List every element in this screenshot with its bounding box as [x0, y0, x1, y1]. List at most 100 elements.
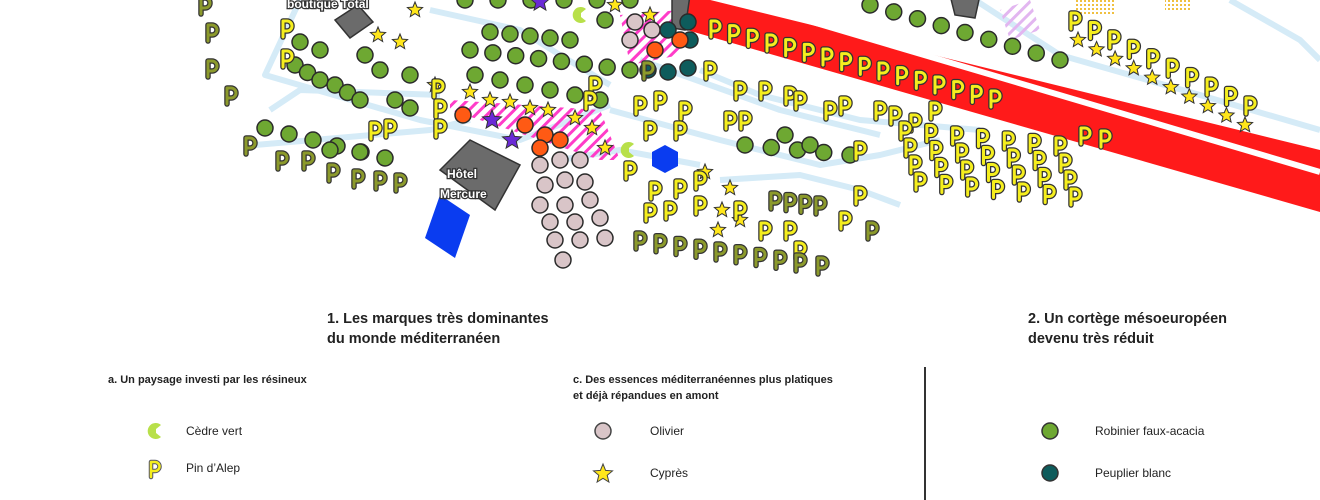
- pin-alep-marker: [393, 172, 408, 194]
- olivier-marker: [546, 231, 564, 249]
- robinier-marker: [401, 99, 419, 117]
- olivier-marker: [596, 229, 614, 247]
- pin-alep-marker: [764, 32, 779, 54]
- pin-alep-marker: [643, 120, 658, 142]
- peuplier-marker: [679, 13, 697, 31]
- cypres-marker: [481, 90, 499, 108]
- cypres-marker: [1161, 77, 1180, 95]
- robinier-marker: [280, 125, 298, 143]
- pin-alep-marker: [1006, 147, 1022, 169]
- pin-alep-marker: [653, 90, 668, 112]
- group-c-title: c. Des essences méditerranéennes plus pl…: [573, 372, 833, 404]
- legend-item-peuplier: Peuplier blanc: [1095, 466, 1172, 480]
- pin-icon: [148, 459, 162, 480]
- group-c-title-line2: et déjà répandues en amont: [573, 390, 719, 402]
- pin-alep-marker: [368, 120, 383, 142]
- dotted-area: [1075, 0, 1115, 15]
- pin-alep-marker: [583, 90, 598, 112]
- olivier-marker: [556, 171, 574, 189]
- cypres-marker: [1069, 30, 1087, 48]
- pin-alep-marker: [738, 110, 753, 132]
- pin-alep-marker: [1027, 132, 1042, 155]
- purple-star-marker: [531, 0, 549, 12]
- pin-alep-marker: [959, 159, 975, 181]
- pin-alep-marker: [703, 60, 718, 82]
- robinier-marker: [980, 30, 998, 49]
- robinier-marker: [256, 119, 274, 137]
- pin-alep-marker: [280, 18, 295, 40]
- robinier-marker: [516, 76, 534, 94]
- cypres-marker: [721, 178, 739, 196]
- pin-alep-marker: [949, 125, 965, 147]
- pin-alep-marker: [1011, 164, 1027, 186]
- pin-alep-marker: [758, 220, 773, 242]
- cypres-marker: [606, 0, 624, 13]
- cypres-marker: [713, 200, 731, 218]
- robinier-marker: [861, 0, 879, 14]
- olivier-marker: [571, 231, 589, 249]
- legend-item-cypres: Cyprès: [650, 466, 689, 480]
- cypres-marker: [1236, 115, 1254, 133]
- robinier-marker: [736, 136, 754, 154]
- pin-alep-marker: [1098, 128, 1113, 150]
- pin-alep-marker: [798, 193, 813, 216]
- robinier-marker: [815, 143, 833, 162]
- pin-alep-marker: [693, 238, 708, 260]
- pin-alep-marker: [205, 22, 220, 44]
- pin-alep-marker: [745, 27, 761, 50]
- pin-alep-marker: [928, 100, 943, 122]
- pin-alep-marker: [433, 118, 448, 140]
- pin-alep-marker: [1063, 169, 1078, 191]
- robinier-marker: [555, 0, 573, 9]
- olivier-marker: [531, 156, 549, 174]
- pin-alep-marker: [898, 120, 913, 142]
- peuplier-marker: [659, 63, 677, 81]
- olivier-marker: [571, 151, 589, 169]
- pin-alep-marker: [243, 135, 258, 157]
- olivier-marker: [643, 21, 661, 39]
- pin-alep-marker: [913, 171, 928, 193]
- pin-alep-marker: [280, 48, 295, 70]
- pin-alep-marker: [1078, 125, 1093, 147]
- pin-alep-marker: [205, 58, 220, 80]
- robinier-marker: [351, 91, 369, 109]
- pin-alep-marker: [1058, 152, 1073, 174]
- section2-title: 2. Un cortège mésoeuropéen devenu très r…: [1028, 309, 1227, 349]
- legend-item-cedre: Cèdre vert: [186, 424, 243, 438]
- robinier-marker: [885, 3, 903, 21]
- pin-alep-marker: [1243, 95, 1258, 117]
- pin-alep-marker: [653, 233, 668, 255]
- pin-alep-marker: [853, 185, 868, 207]
- section1-title: 1. Les marques très dominantes du monde …: [327, 309, 549, 349]
- olivier-marker: [536, 176, 554, 194]
- pin-alep-marker: [934, 156, 949, 179]
- olivier-marker: [621, 31, 639, 49]
- cypres-marker: [406, 0, 424, 18]
- pin-alep-marker: [641, 60, 656, 82]
- pin-alep-marker: [894, 64, 910, 87]
- robinier-marker: [575, 55, 594, 74]
- cypres-marker: [1180, 87, 1199, 105]
- cypres-marker: [521, 98, 539, 116]
- section2-title-line1: 2. Un cortège mésoeuropéen: [1028, 311, 1228, 327]
- legend-item-pin: Pin d’Alep: [186, 461, 241, 475]
- olivier-icon: [594, 422, 612, 440]
- pin-alep-marker: [908, 154, 923, 176]
- pin-alep-marker: [726, 22, 742, 45]
- robinier-marker: [598, 58, 616, 76]
- robinier-marker: [1003, 37, 1022, 55]
- pin-alep-marker: [198, 0, 213, 17]
- pin-alep-marker: [908, 112, 923, 134]
- pin-alep-marker: [857, 55, 873, 78]
- pin-alep-marker: [838, 50, 854, 73]
- cypres-marker: [1143, 68, 1162, 86]
- pin-alep-marker: [913, 69, 929, 92]
- robinier-marker: [621, 61, 639, 79]
- hatched-area-light: [1000, 0, 1040, 40]
- olivier-marker: [591, 209, 609, 227]
- robinier-marker: [762, 138, 780, 157]
- cypres-marker: [596, 138, 614, 156]
- pin-alep-marker: [903, 137, 918, 159]
- cypres-marker: [1106, 49, 1124, 67]
- pin-alep-marker: [673, 120, 688, 142]
